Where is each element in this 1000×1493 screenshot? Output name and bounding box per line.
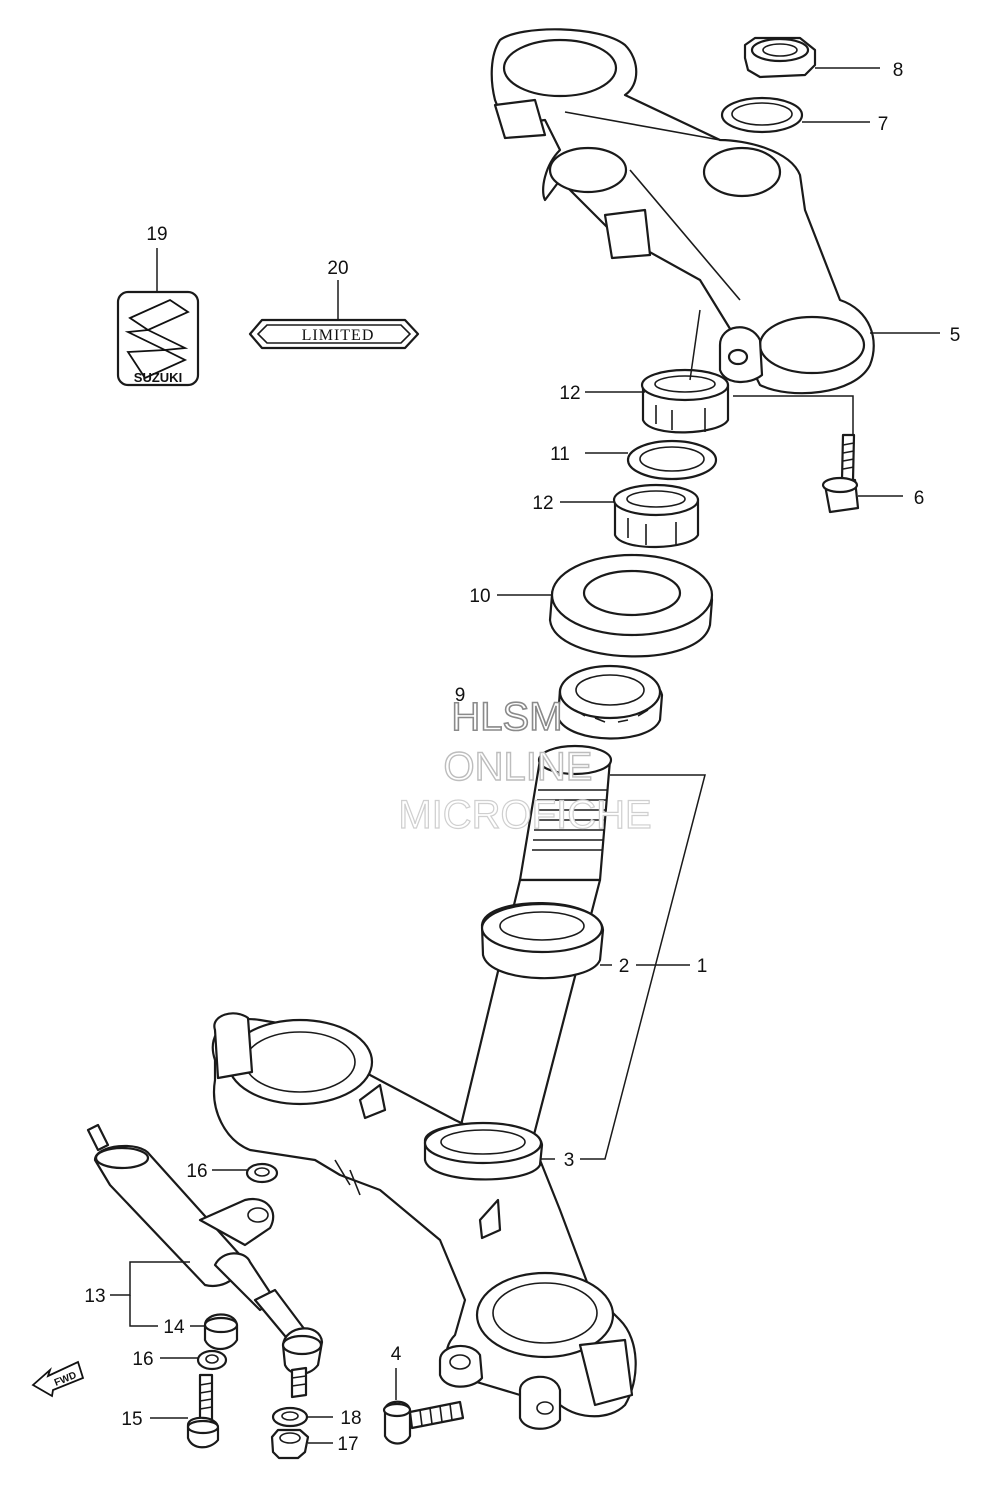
suzuki-emblem-19[interactable]: SUZUKI [116,290,200,387]
nut-17[interactable] [270,1428,310,1460]
callout-1: 1 [697,956,708,977]
callout-3: 3 [564,1150,575,1171]
washer-16-upper[interactable] [245,1162,279,1184]
callout-7: 7 [878,114,889,135]
callout-13: 13 [84,1286,105,1307]
callout-12-upper: 12 [559,383,580,404]
watermark-line-1: HLSM [451,695,562,739]
upper-bracket[interactable] [490,28,875,395]
steering-stem-nut[interactable] [743,36,817,79]
washer-18[interactable] [271,1406,309,1428]
bearing-race-3[interactable] [423,1121,544,1181]
callout-10: 10 [469,586,490,607]
callout-20: 20 [327,258,348,279]
callout-8: 8 [893,60,904,81]
bolt-15[interactable] [186,1373,220,1449]
washer-11[interactable] [626,439,718,481]
callout-16-upper: 16 [186,1161,207,1182]
dust-seal-10[interactable] [548,553,714,658]
washer-16-lower[interactable] [196,1349,228,1371]
emblem-brand-text: SUZUKI [134,370,182,385]
dust-seal-2[interactable] [480,902,605,980]
callout-12-lower: 12 [532,493,553,514]
callout-2: 2 [619,956,630,977]
callout-19: 19 [146,224,167,245]
callout-15: 15 [121,1409,142,1430]
steering-stem-lower-bracket[interactable] [211,744,637,1430]
callout-17: 17 [337,1434,358,1455]
bush-14[interactable] [203,1313,239,1351]
callout-16-lower: 16 [132,1349,153,1370]
callout-18: 18 [340,1408,361,1429]
lock-nut-12-lower[interactable] [612,483,700,549]
callout-14: 14 [163,1317,185,1338]
bearing-9[interactable] [556,664,664,740]
callout-6: 6 [914,488,925,509]
callout-9: 9 [455,685,466,706]
badge-text: LIMITED [302,327,375,344]
callout-labels: 1 2 3 4 5 6 7 8 9 10 11 12 12 13 14 15 1… [84,60,960,1455]
arrow-left-icon [31,1360,85,1398]
bolt-4[interactable] [382,1400,465,1445]
callout-5: 5 [950,325,961,346]
fwd-direction-marker: FWD [31,1360,85,1398]
suzuki-s-logo-icon [124,298,190,380]
callout-11: 11 [550,444,570,465]
steering-damper-13[interactable] [86,1123,324,1399]
watermark: HLSM ONLINE MICROFICHE [398,694,653,837]
watermark-line-3: MICROFICHE [398,793,651,837]
watermark-line-2: ONLINE [444,745,593,789]
callout-4: 4 [391,1344,402,1365]
lock-nut-12-upper[interactable] [640,368,730,434]
limited-badge-20[interactable]: LIMITED [248,318,420,350]
washer-7[interactable] [720,96,804,134]
leader-lines [110,67,940,1444]
clamp-bolt-6[interactable] [821,433,860,514]
